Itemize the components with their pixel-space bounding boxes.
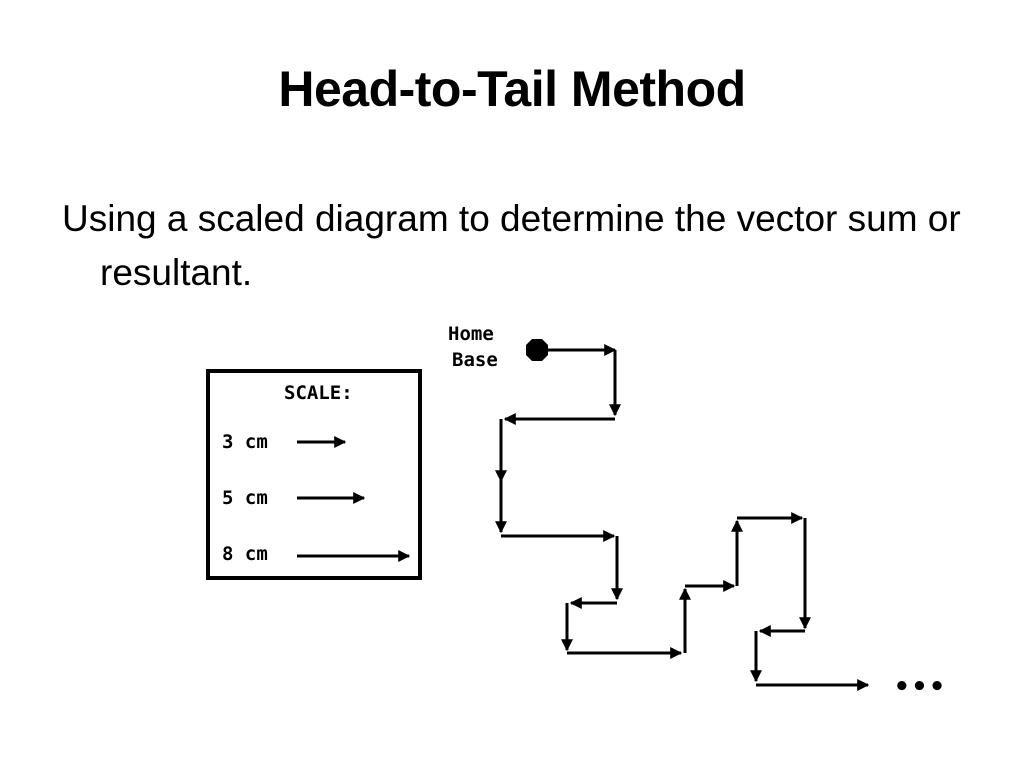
continuation-ellipsis: ••• [894, 672, 947, 702]
scale-label-8cm: 8 cm [222, 543, 268, 565]
scale-box [206, 369, 422, 580]
vector-path [495, 344, 870, 691]
scale-label-5cm: 5 cm [222, 487, 268, 509]
home-base-label-line2: Base [452, 349, 498, 371]
bullet-text: Using a scaled diagram to determine the … [62, 198, 961, 293]
scale-heading: SCALE: [284, 382, 353, 404]
scale-legend: SCALE: 3 cm 5 cm 8 cm [206, 369, 422, 580]
scale-label-3cm: 3 cm [222, 431, 268, 453]
home-base-marker [526, 339, 548, 361]
slide-title: Head-to-Tail Method [278, 61, 746, 117]
home-base-label-line1: Home [448, 323, 494, 345]
home-base: Home Base [448, 323, 548, 371]
